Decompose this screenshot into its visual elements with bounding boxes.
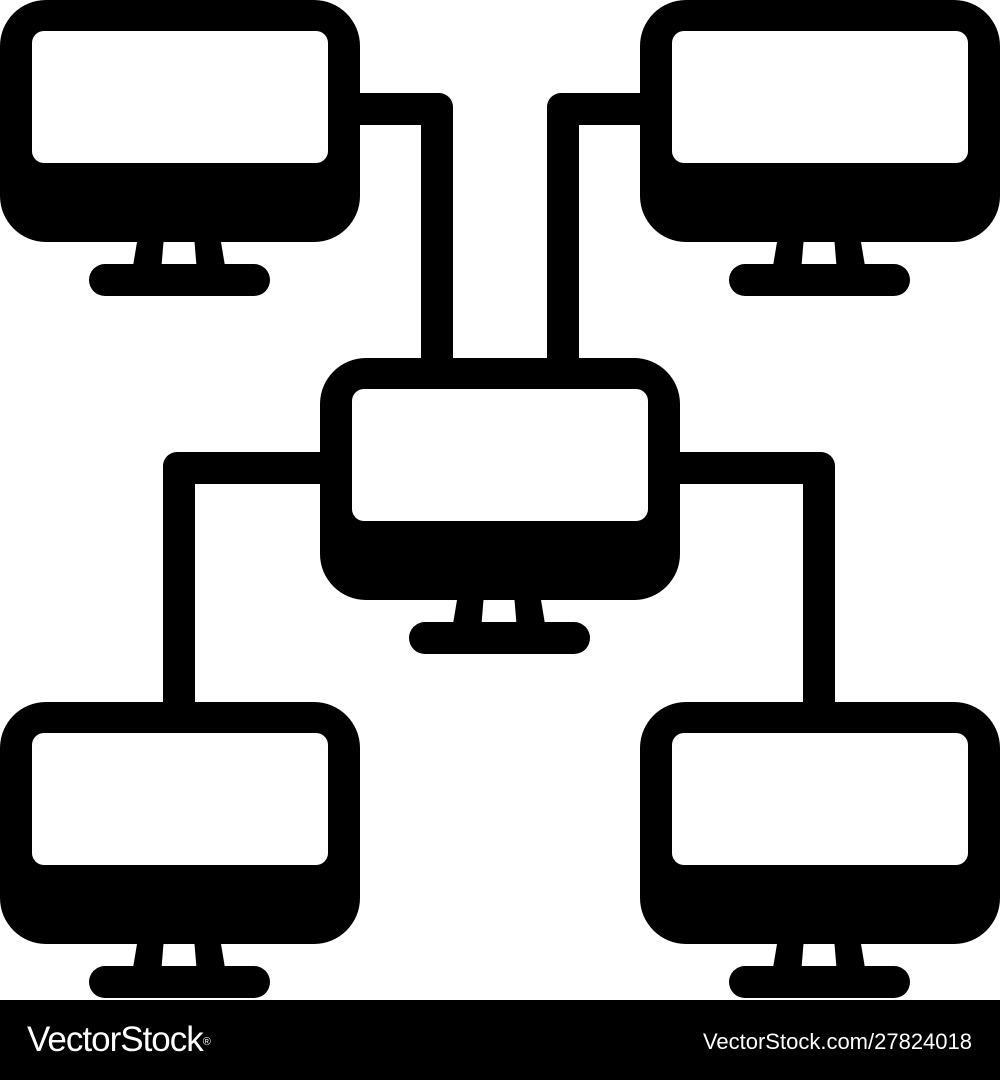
watermark-brand-text: VectorStock	[27, 1020, 204, 1059]
monitor-top-left-icon	[0, 0, 360, 296]
monitor-bottom-left-icon	[0, 702, 360, 998]
connector-top-right	[547, 93, 648, 362]
watermark-logo: VectorStock®	[27, 1020, 211, 1060]
connector-top-left	[352, 93, 453, 362]
monitor-top-right-icon	[640, 0, 1000, 296]
monitor-bottom-right-icon	[640, 702, 1000, 998]
watermark-credit: VectorStock.com/27824018	[702, 1029, 972, 1054]
registered-mark: ®	[202, 1036, 211, 1048]
monitor-center-hub-icon	[320, 358, 680, 654]
network-connectors	[163, 93, 835, 708]
watermark-bar: VectorStock® VectorStock.com/27824018	[0, 1000, 1000, 1080]
connector-bottom-left	[163, 452, 325, 708]
connector-bottom-right	[675, 452, 835, 708]
network-diagram-icon	[0, 0, 1000, 998]
